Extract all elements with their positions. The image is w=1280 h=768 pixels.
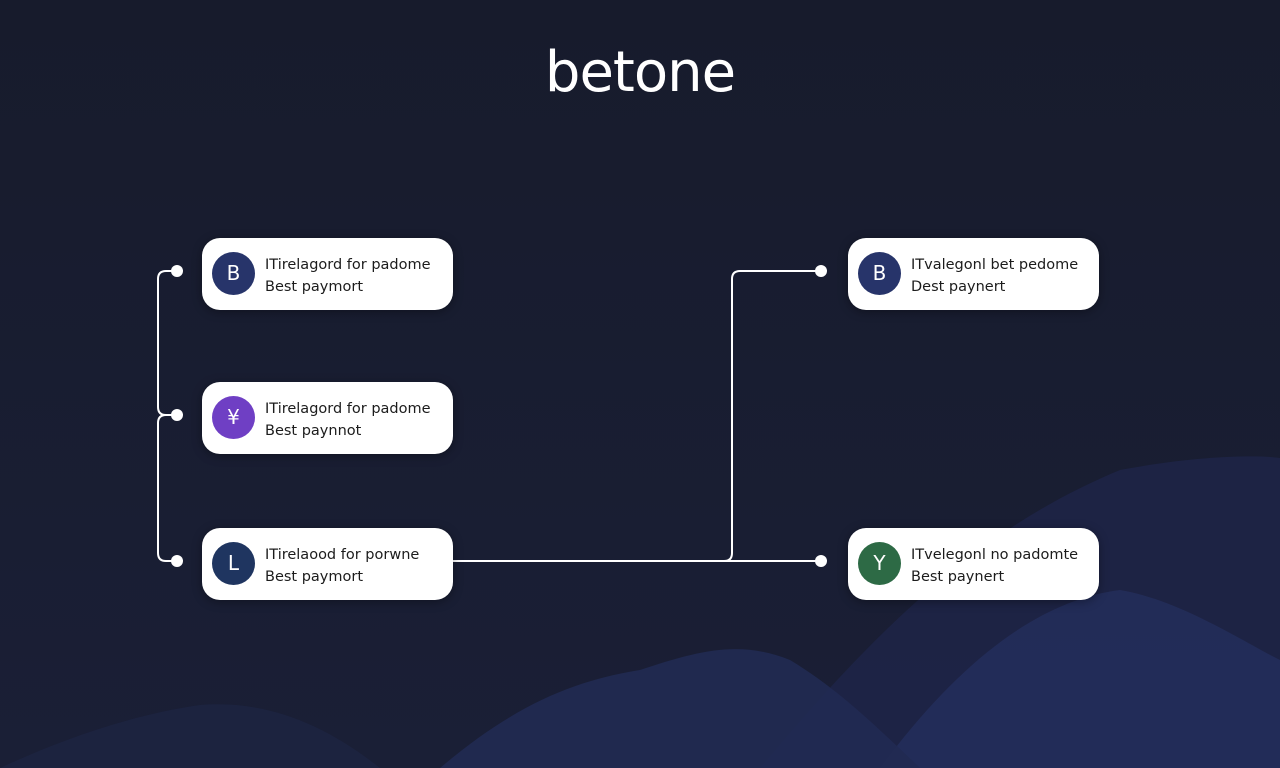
- connector-dot: [815, 265, 827, 277]
- node-title: ITirelagord for padome: [265, 401, 431, 417]
- bg-mountain: [440, 649, 920, 768]
- node-card-right-1[interactable]: B ITvalegonl bet pedome Dest paynert: [848, 238, 1099, 310]
- node-card-left-3[interactable]: L ITirelaood for porwne Best paymort: [202, 528, 453, 600]
- node-avatar: B: [858, 252, 901, 295]
- node-avatar: B: [212, 252, 255, 295]
- connector-dot: [815, 555, 827, 567]
- node-title: ITvelegonl no padomte: [911, 547, 1079, 563]
- bg-wave-mid: [880, 590, 1280, 768]
- node-title: ITirelaood for porwne: [265, 547, 420, 563]
- connector-dot: [171, 409, 183, 421]
- connector-dot: [171, 265, 183, 277]
- brand-title: betone: [544, 40, 736, 105]
- node-avatar: L: [212, 542, 255, 585]
- node-subtitle: Best paymort: [265, 569, 364, 585]
- edge-left-2-left-3: [157, 414, 177, 562]
- node-card-right-2[interactable]: Y ITvelegonl no padomte Best paynert: [848, 528, 1099, 600]
- edge-left-3-right-1: [453, 270, 821, 562]
- node-subtitle: Dest paynert: [911, 279, 1006, 295]
- node-card-left-2[interactable]: ¥ ITirelagord for padome Best paynnot: [202, 382, 453, 454]
- node-avatar: Y: [858, 542, 901, 585]
- node-subtitle: Best paymort: [265, 279, 364, 295]
- node-avatar: ¥: [212, 396, 255, 439]
- bg-mountain-left: [0, 704, 380, 768]
- node-subtitle: Best paynert: [911, 569, 1005, 585]
- node-card-left-1[interactable]: B ITirelagord for padome Best paymort: [202, 238, 453, 310]
- node-title: ITirelagord for padome: [265, 257, 431, 273]
- node-title: ITvalegonl bet pedome: [911, 257, 1079, 273]
- connector-dot: [171, 555, 183, 567]
- node-subtitle: Best paynnot: [265, 423, 362, 439]
- edge-left-1-left-2: [157, 270, 177, 416]
